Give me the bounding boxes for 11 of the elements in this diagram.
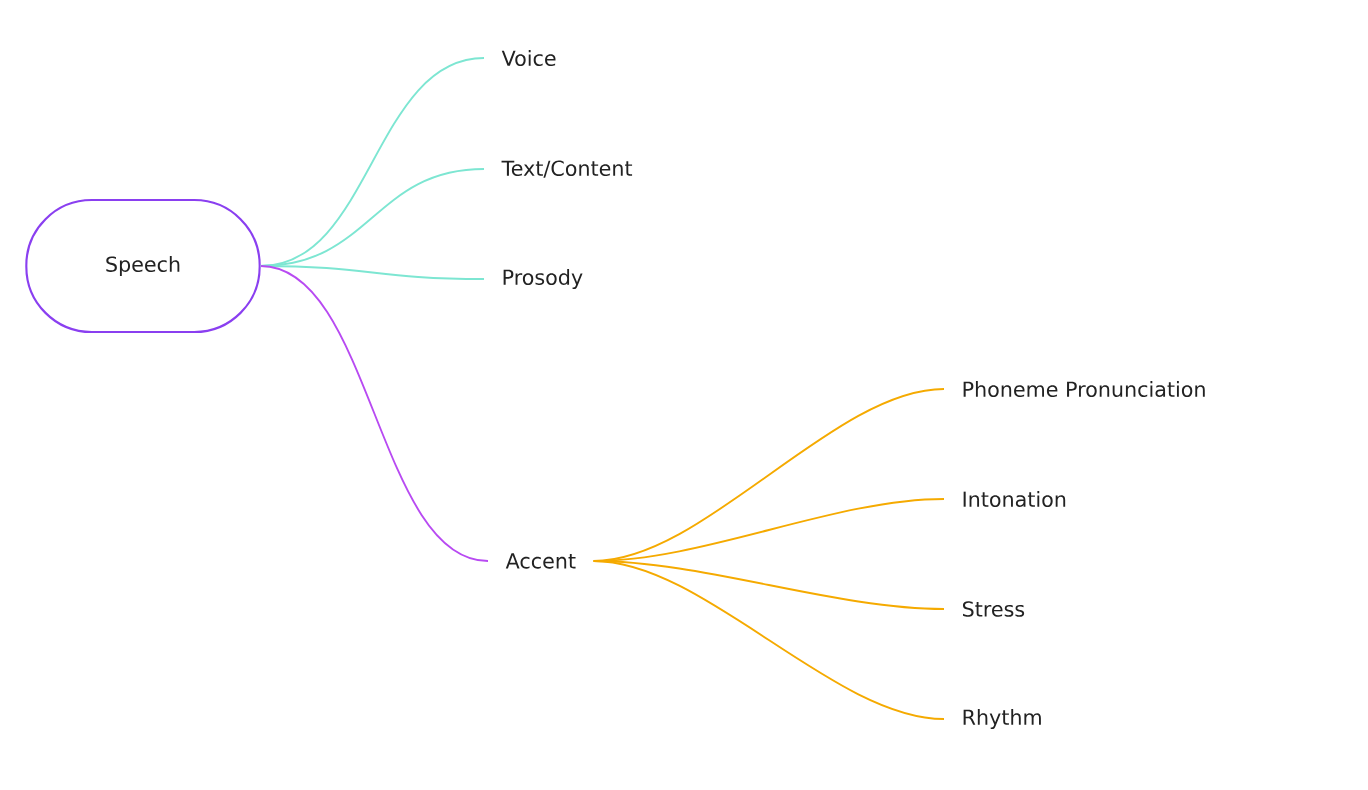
branch-label: Intonation [963,491,1066,507]
curved-connector [592,560,945,720]
branch-label: Prosody [503,269,583,289]
curved-connector [259,265,489,562]
branch-label: Accent [505,553,576,569]
branch-label: Stress [962,601,1025,617]
branch-label: Text/Content [501,160,633,178]
branch-label: Phoneme Pronunciation [963,381,1205,397]
rounded-box: Speech [25,198,261,334]
branch-label: Rhythm [963,709,1041,729]
branch-label: Voice [501,50,556,66]
